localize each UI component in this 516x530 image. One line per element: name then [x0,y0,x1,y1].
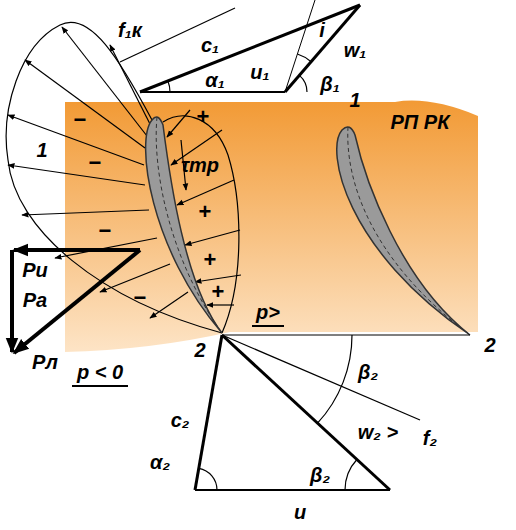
pressure-sign: + [197,105,210,129]
symbol-label: i [319,19,325,41]
symbol-label: p> [256,301,280,323]
pressure-arrow [207,304,234,305]
pressure-sign: − [99,219,112,243]
symbol-label: τтр [181,154,219,176]
pressure-sign: − [74,108,87,132]
blade-inlet-direction [285,0,315,92]
underline [252,325,284,327]
pressure-arrow [110,45,151,126]
symbol-label: α₁ [205,69,224,91]
symbol-label: Pл [32,351,58,373]
blade [146,117,222,333]
symbol-label: w₂ > [358,421,398,443]
symbol-label: u₁ [250,61,269,83]
pressure-arrow [167,110,190,137]
symbol-label: p < 0 [77,361,123,383]
pressure-side-arrows [167,110,241,305]
symbol-label: 1 [36,139,47,161]
pressure-sign: + [199,200,212,224]
symbol-label: Pи [22,259,48,281]
velocity-u2 [195,489,390,491]
pressure-sign: + [204,248,217,272]
velocity-u1 [140,91,285,93]
angle-arc [297,54,311,62]
force-pa [10,250,14,352]
pressure-arrow [8,165,145,185]
velocity-w2 [222,335,390,490]
symbol-label: 2 [194,339,205,361]
symbol-label: f₁к [118,19,142,41]
symbol-label: c₂ [171,409,190,431]
section-line [222,335,470,336]
symbol-label: β₂ [358,361,378,383]
symbol-label: α₂ [150,451,170,473]
pressure-arrow [185,230,240,245]
symbol-label: β₁ [320,73,339,95]
angle-arc [318,335,353,423]
angle-arc [168,81,170,92]
pressure-arrow [22,210,149,215]
blade [337,127,470,335]
symbol-label: Pа [23,289,47,311]
pressure-arrow [150,292,188,318]
pressure-arrow [25,60,145,148]
symbol-label: u [294,501,306,523]
throat-line [222,335,420,420]
symbol-label: β₂ [310,464,330,486]
underline [72,385,128,387]
camber-line [348,127,470,335]
velocity-c2 [195,335,222,490]
symbol-label: c₁ [201,34,219,56]
angle-arc [345,460,357,491]
angle-arc [199,468,217,490]
pressure-sign: + [212,280,225,304]
rotor-region [65,101,478,352]
symbol-label: РП РК [391,111,450,133]
force-pu [14,248,140,252]
pressure-sign: − [89,151,102,175]
angle-arc [299,75,307,92]
pressure-arrow [62,27,147,136]
suction-envelope [6,22,222,333]
symbol-label: f₂ [423,427,437,449]
pressure-sign: − [134,286,147,310]
symbol-label: 2 [484,334,495,356]
force-pl [14,250,140,353]
symbol-label: w₁ [344,39,367,61]
symbol-label: 1 [349,89,360,111]
